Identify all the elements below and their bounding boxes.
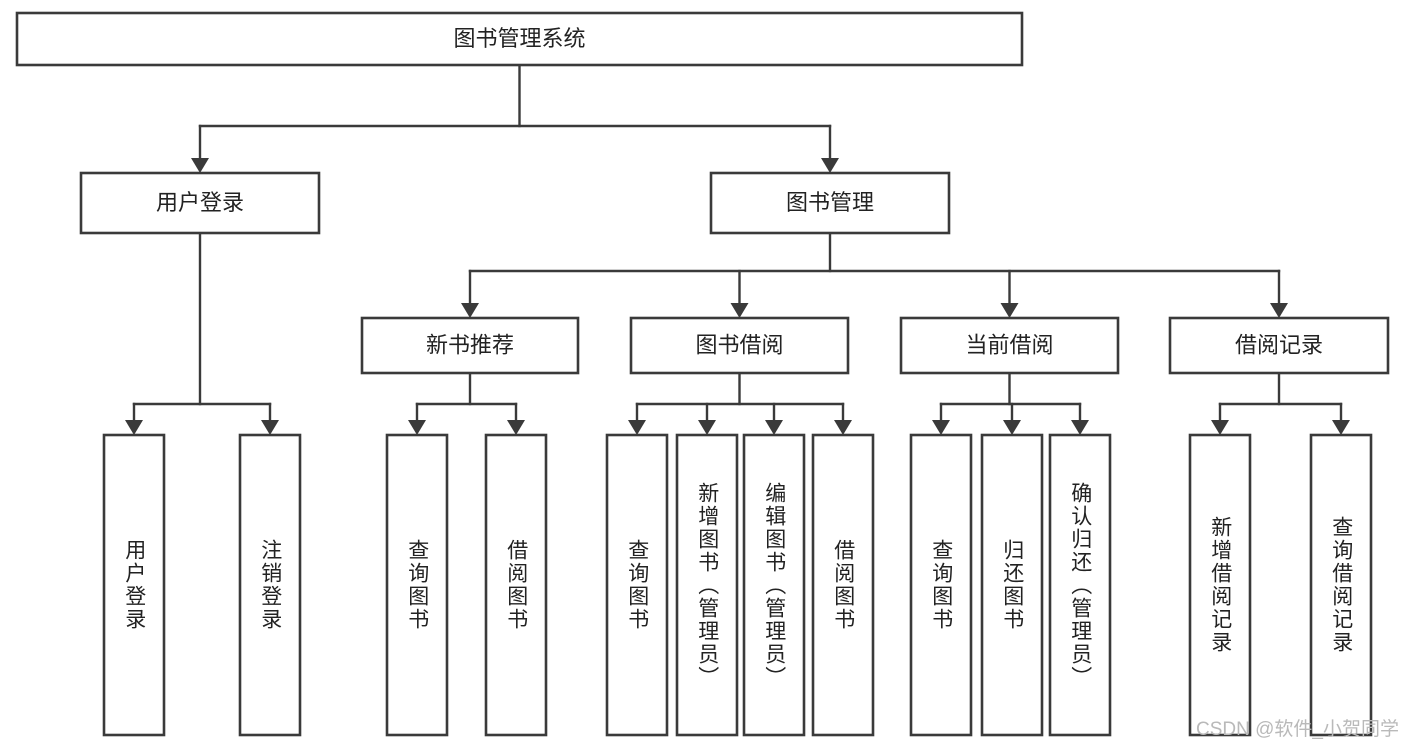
node-leaf-query-borrow-record-label: 查询借阅记录 [1329,516,1353,654]
arrow-head-leaf-query-borrow-record [1332,420,1350,435]
node-borrow-record-label: 借阅记录 [1235,332,1323,357]
node-new-book-recommend-box[interactable] [360,316,580,375]
arrow-head-book-borrow [730,303,749,318]
node-leaf-logout-box[interactable] [238,433,302,737]
arrow-head-current-borrow [1000,303,1019,318]
arrow-head-leaf-edit-book [765,420,783,435]
node-leaf-confirm-return-label: 确认归还（管理员） [1068,481,1092,689]
node-leaf-add-borrow-record-box[interactable] [1188,433,1252,737]
node-leaf-query-book-borrow-label: 查询图书 [625,539,649,631]
arrow-head-leaf-query-book-borrow [628,420,646,435]
node-current-borrow-box[interactable] [899,316,1120,375]
node-leaf-borrow-book-box[interactable] [811,433,875,737]
arrow-head-leaf-add-borrow-record [1211,420,1229,435]
node-user-login-label: 用户登录 [156,190,244,215]
arrow-head-leaf-return-book [1003,420,1021,435]
node-leaf-query-book-cur-label: 查询图书 [929,539,953,631]
node-leaf-add-book-box[interactable] [675,433,739,737]
node-book-manage-label: 图书管理 [786,190,874,215]
node-leaf-return-book-label: 归还图书 [1000,539,1024,631]
node-leaf-return-book-box[interactable] [980,433,1044,737]
arrow-head-user-login [191,158,209,173]
node-root-box[interactable] [15,11,1024,67]
node-current-borrow-label: 当前借阅 [965,332,1053,357]
node-book-borrow-label: 图书借阅 [695,332,783,357]
arrow-head-new-book-recommend [461,303,479,318]
node-leaf-borrow-book-rec-label: 借阅图书 [504,539,528,631]
node-leaf-query-book-rec-label: 查询图书 [405,539,429,631]
arrow-head-leaf-user-login [125,420,143,435]
node-leaf-logout-label: 注销登录 [258,539,282,631]
node-leaf-edit-book-label: 编辑图书（管理员） [762,481,786,689]
node-user-login-box[interactable] [79,171,321,235]
arrow-head-leaf-logout [261,420,279,435]
node-leaf-query-book-borrow-box[interactable] [605,433,669,737]
node-leaf-user-login-box[interactable] [102,433,166,737]
node-leaf-borrow-book-label: 借阅图书 [831,539,855,631]
node-leaf-confirm-return-box[interactable] [1048,433,1112,737]
arrow-head-borrow-record [1270,303,1288,318]
node-box-layer [15,11,1390,737]
arrow-head-leaf-add-book [698,420,716,435]
csdn-watermark: CSDN @软件_小贺同学 [1196,719,1399,740]
arrow-head-leaf-query-book-cur [932,420,950,435]
node-leaf-query-borrow-record-box[interactable] [1309,433,1373,737]
node-root-label: 图书管理系统 [453,26,585,51]
node-new-book-recommend-label: 新书推荐 [426,332,514,357]
arrow-head-leaf-query-book-rec [408,420,426,435]
node-leaf-query-book-cur-box[interactable] [909,433,973,737]
node-leaf-add-borrow-record-label: 新增借阅记录 [1208,516,1232,654]
node-book-manage-box[interactable] [709,171,951,235]
node-leaf-query-book-rec-box[interactable] [385,433,449,737]
arrow-head-leaf-confirm-return [1071,420,1089,435]
node-leaf-add-book-label: 新增图书（管理员） [695,481,719,689]
node-leaf-edit-book-box[interactable] [742,433,806,737]
arrow-head-leaf-borrow-book [834,420,852,435]
connector-layer [125,63,1350,435]
node-borrow-record-box[interactable] [1168,316,1390,375]
arrow-head-leaf-borrow-book-rec [507,420,525,435]
node-book-borrow-box[interactable] [629,316,850,375]
node-leaf-borrow-book-rec-box[interactable] [484,433,548,737]
arrow-head-book-manage [821,158,839,173]
node-leaf-user-login-label: 用户登录 [122,539,146,631]
